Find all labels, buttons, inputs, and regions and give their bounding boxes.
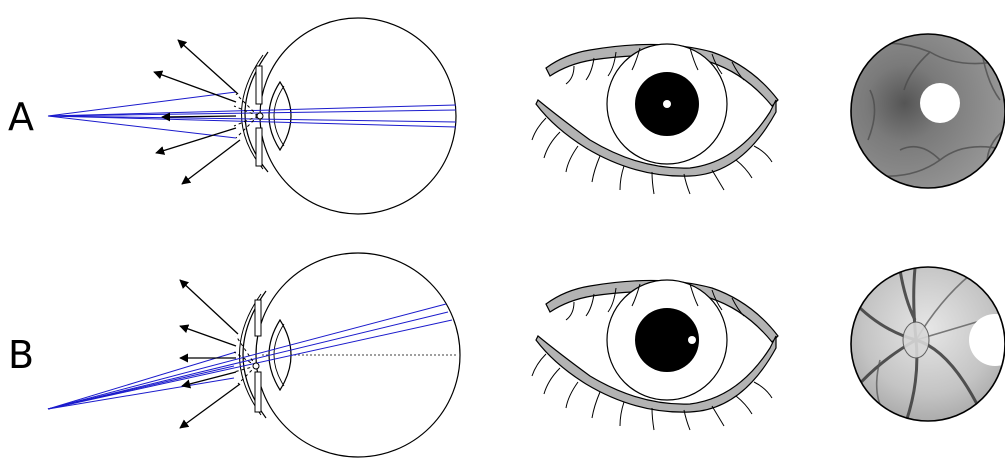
pupil-reflex-a (663, 100, 671, 108)
eye-illustration-b (532, 280, 778, 430)
row-label-a: A (8, 98, 34, 136)
scatter-dashes-b (234, 336, 256, 384)
light-rays-a (48, 92, 456, 138)
eye-cross-section-b (48, 253, 460, 457)
fundus-image-a (850, 33, 1005, 189)
iris-upper-b (255, 300, 261, 336)
iris-lower-a (256, 128, 262, 166)
row-label-b: B (8, 336, 34, 374)
eye-cross-section-a (48, 18, 456, 214)
fundus-image-b (850, 266, 1005, 422)
iris-upper-a (256, 66, 262, 104)
light-spot-a (920, 83, 960, 123)
eye-illustration-a (532, 44, 778, 194)
iris-lower-b (255, 372, 261, 412)
optic-disc-b (903, 322, 929, 358)
pupil-reflex-b (688, 336, 696, 344)
focal-point-b (253, 363, 259, 369)
focal-point-a (257, 113, 263, 119)
